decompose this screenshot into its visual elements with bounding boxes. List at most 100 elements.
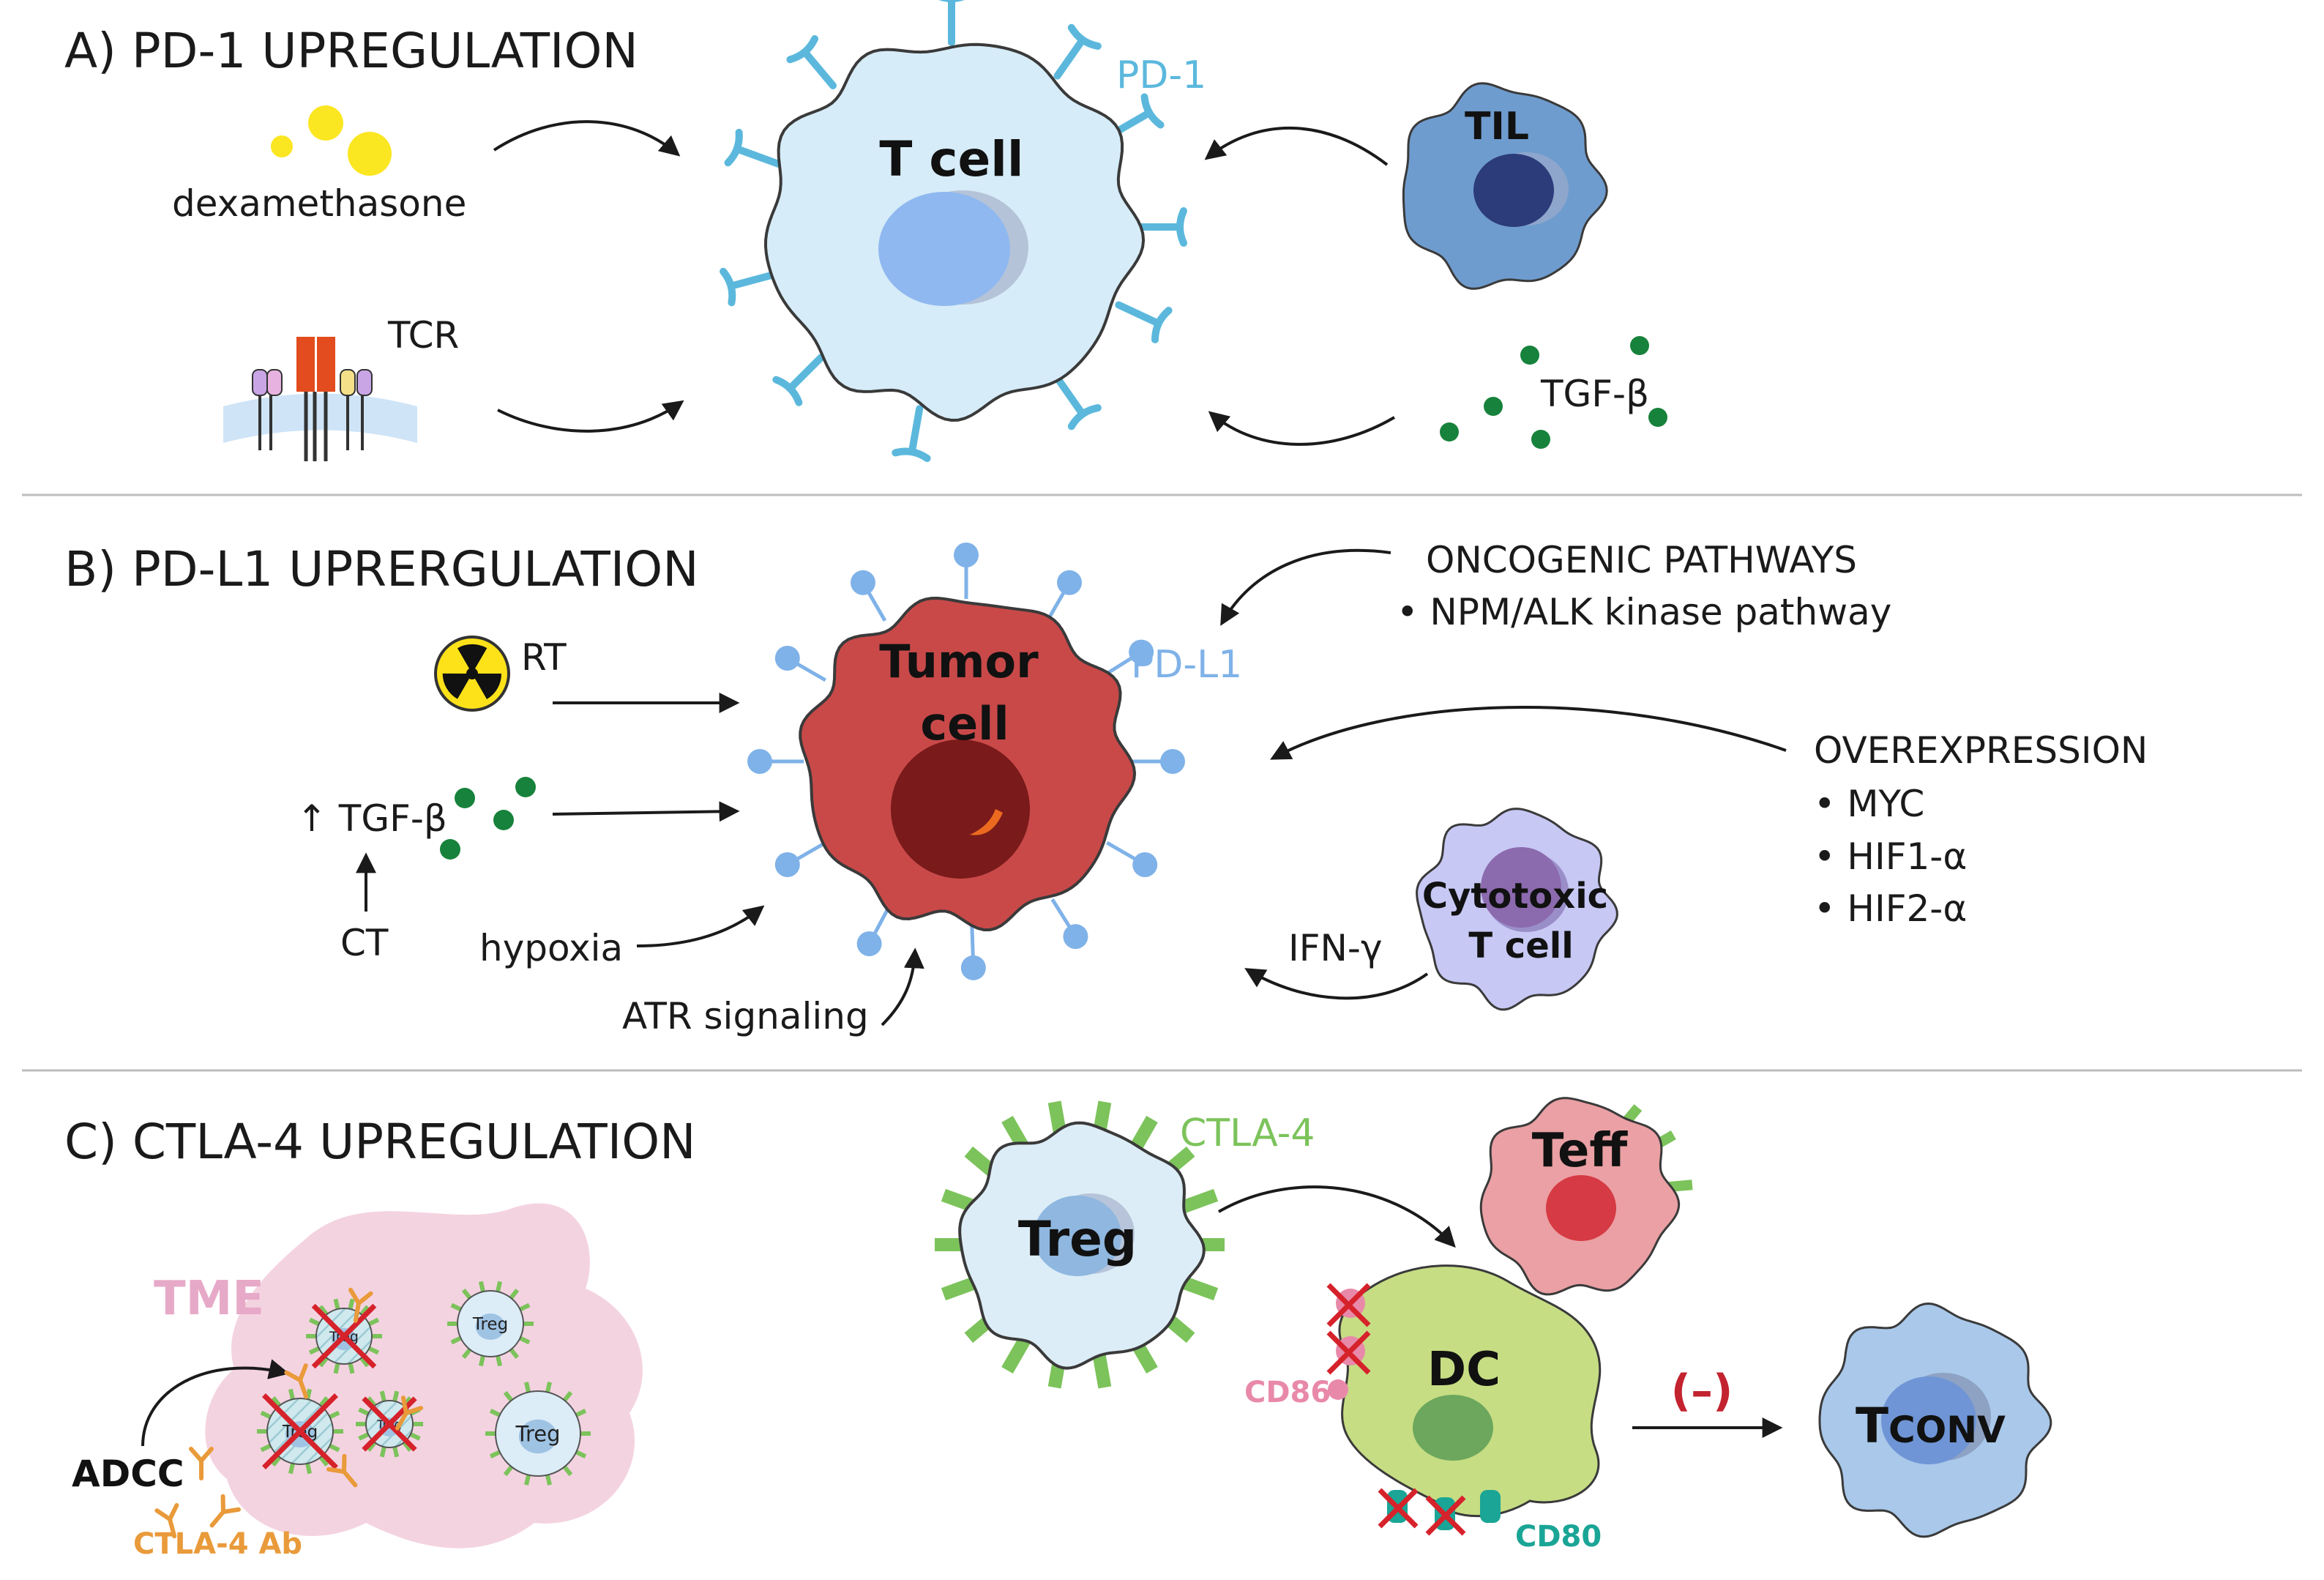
ctla4-receptor (1092, 1352, 1112, 1389)
ctla4-antibody (209, 1494, 242, 1528)
ctla4-antibody (348, 1287, 373, 1323)
tme-treg-label: Treg (515, 1421, 561, 1446)
tumor-cell-label-2: cell (920, 697, 1009, 750)
cd86-block-cross (1326, 1283, 1371, 1375)
pd1-label: PD-1 (1116, 53, 1206, 97)
pdl1-receptor (954, 543, 979, 599)
treg-cell: Treg (935, 1100, 1225, 1389)
ctla4-antibody (326, 1453, 358, 1488)
pdl1-receptor (1102, 639, 1154, 677)
pdl1-label: PD-L1 (1131, 643, 1242, 687)
tconv-nucleus (1881, 1376, 1976, 1464)
pd1-receptor (892, 405, 931, 463)
section-a-title: A) PD-1 UPREGULATION (64, 23, 638, 79)
overexpression-item-hif1a: • HIF1-α (1814, 835, 1967, 878)
tconv-label: TCONV (1856, 1398, 2006, 1454)
treg-nucleus (1034, 1196, 1121, 1276)
tgf-beta-molecules-a (1440, 336, 1667, 449)
arrow-overexpression-to-tumor (1270, 706, 1787, 760)
t-cell: T cell (720, 0, 1187, 463)
cd80-receptor (1480, 1490, 1501, 1523)
overexpression-title: OVEREXPRESSION (1814, 729, 2148, 772)
tumor-cell-label-1: Tumor (879, 635, 1039, 688)
section-c: C) CTLA-4 UPREGULATION TME TregTregTregT… (64, 1097, 2052, 1561)
til-label: TIL (1465, 105, 1529, 149)
hypoxia-label: hypoxia (479, 927, 623, 969)
ctla4-label: CTLA-4 (1180, 1111, 1315, 1155)
cytotoxic-t-cell-label-2: T cell (1468, 925, 1573, 966)
teff-cell: Teff (1479, 1097, 1693, 1296)
pd1-receptor (724, 128, 782, 168)
pd1-receptor (720, 267, 777, 307)
pdl1-receptor (851, 570, 887, 622)
tcr-label: TCR (387, 314, 459, 357)
ctla4-antibody (395, 1395, 424, 1431)
pdl1-receptor (774, 841, 826, 877)
tme-treg-cell: Treg (306, 1298, 382, 1374)
ctla4-receptor (1001, 1336, 1031, 1374)
arrow-til-to-tcell (1204, 126, 1389, 166)
til-cell: TIL (1402, 82, 1608, 290)
pd1-receptor (1132, 207, 1187, 247)
arrow-hypoxia-to-tumor (636, 905, 765, 947)
arrow-atr-to-tumor (881, 947, 924, 1026)
pd1-receptor (786, 35, 837, 89)
atr-signaling-label: ATR signaling (622, 995, 869, 1037)
section-b-title: B) PD-L1 UPRERGULATION (64, 541, 699, 597)
tme-treg-cell: Treg (257, 1388, 343, 1475)
pdl1-receptor (1045, 570, 1082, 622)
pd1-receptor (772, 354, 825, 406)
pdl1-receptor (1106, 841, 1158, 877)
radiation-icon (434, 636, 510, 712)
ctla4-antibodies (154, 1287, 424, 1539)
pdl1-receptor (774, 646, 826, 682)
tme-treg-cell: Treg (447, 1281, 534, 1367)
dc-label: DC (1427, 1343, 1501, 1397)
treg-label: Treg (1018, 1211, 1137, 1267)
ctla4-receptor (1129, 1116, 1158, 1153)
tgf-beta-label-b: ↑ TGF-β (296, 797, 447, 840)
pdl1-receptor (1129, 749, 1185, 774)
dexamethasone-label: dexamethasone (172, 182, 466, 225)
pd1-receptor (938, 0, 965, 46)
tme-tregs: TregTregTregTregTreg (257, 1281, 591, 1486)
arrow-tcr-to-tcell (497, 400, 684, 433)
pdl1-receptor (960, 923, 986, 980)
ct-label: CT (340, 922, 389, 964)
tme-label: TME (154, 1272, 264, 1326)
tgf-beta-label-a: TGF-β (1540, 373, 1649, 415)
ctla4-receptor (1180, 1188, 1219, 1214)
cytotoxic-t-cell-nucleus (1481, 847, 1561, 928)
tme-region (205, 1203, 643, 1549)
cytotoxic-t-cell: Cytotoxic T cell (1416, 808, 1618, 1011)
arrow-dexamethasone-to-tcell (493, 120, 681, 157)
treg-depletion-cross (262, 1393, 338, 1469)
overexpression-item-hif2a: • HIF2-α (1814, 887, 1967, 930)
cd80-label: CD80 (1515, 1520, 1602, 1554)
ctla4-antibody (189, 1447, 214, 1480)
dendritic-cell: DC (1326, 1264, 1602, 1536)
tme-treg-label: Treg (472, 1315, 508, 1334)
pdl1-receptor (747, 749, 804, 774)
t-cell-nucleus (878, 192, 1010, 306)
pdl1-receptor (856, 903, 892, 956)
cd80-block-cross (1378, 1488, 1466, 1536)
t-cell-label: T cell (879, 131, 1023, 187)
tumor-nucleolus (970, 809, 1003, 835)
arrow-tgf-to-tumor (552, 801, 740, 822)
ctla4-receptor (941, 1275, 979, 1301)
tgf-beta-molecules-b (440, 777, 536, 860)
ifn-gamma-label: IFN-γ (1288, 927, 1383, 969)
ctla4-ab-label: CTLA-4 Ab (133, 1527, 302, 1561)
arrow-tgf-to-tcell (1208, 411, 1396, 446)
pd1-receptors (720, 0, 1187, 463)
tconv-cell: TCONV (1818, 1302, 2052, 1538)
tumor-nucleus (891, 739, 1030, 879)
cd86-label: CD86 (1244, 1376, 1331, 1409)
section-c-title: C) CTLA-4 UPREGULATION (64, 1114, 696, 1170)
dc-nucleus (1413, 1395, 1493, 1461)
arrow-oncogenic-to-tumor (1220, 548, 1391, 626)
oncogenic-pathways-item: • NPM/ALK kinase pathway (1397, 591, 1891, 633)
section-a: A) PD-1 UPREGULATION dexamethasone T (64, 0, 1667, 463)
arrow-ctl-to-tumor (1244, 968, 1429, 1000)
